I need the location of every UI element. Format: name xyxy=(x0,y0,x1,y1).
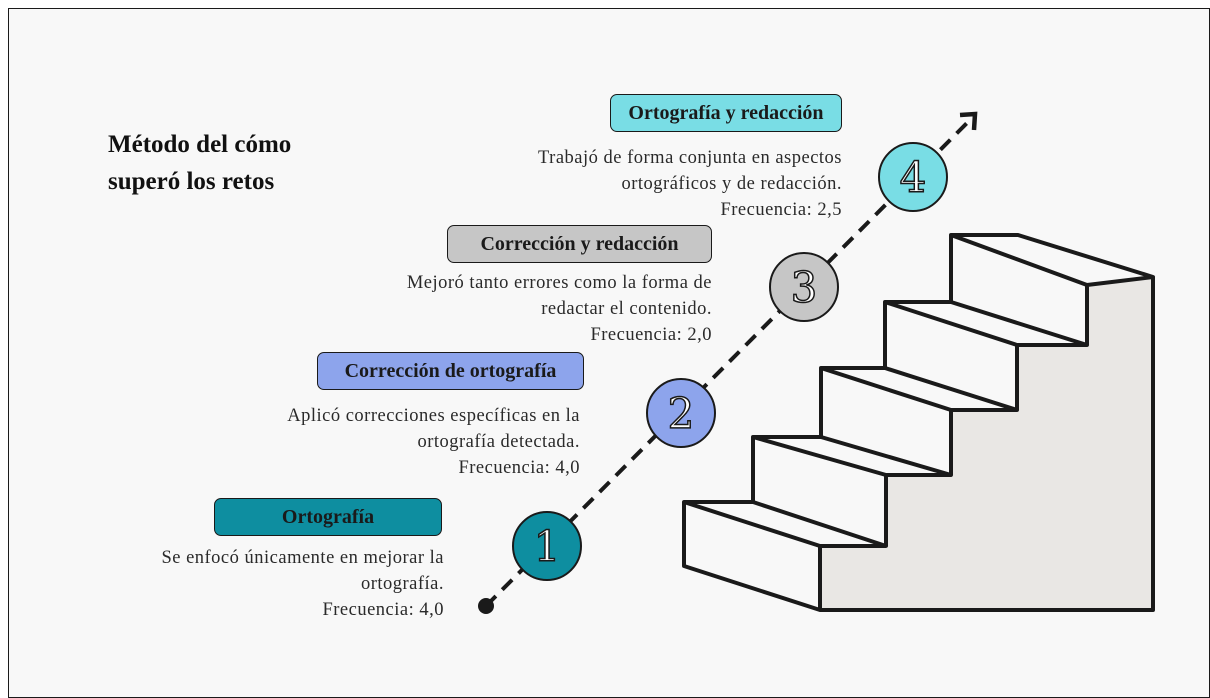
step-4-description: Trabajó de forma conjunta en aspectos or… xyxy=(538,145,842,223)
stairs-outline xyxy=(682,233,1155,612)
step-3-desc-line-1: Mejoró tanto errores como la forma de xyxy=(406,273,712,293)
title-line-2: superó los retos xyxy=(108,168,275,195)
step-2-description: Aplicó correcciones específicas en la or… xyxy=(287,403,580,481)
arrow-start-dot xyxy=(478,598,494,614)
step-3-description: Mejoró tanto errores como la forma de re… xyxy=(407,270,712,348)
step-1-label: Ortografía xyxy=(214,498,442,536)
step-3-circle xyxy=(769,252,839,322)
step-4-desc-line-1: Trabajó de forma conjunta en aspectos xyxy=(538,148,842,168)
step-1-description: Se enfocó únicamente en mejorar la ortog… xyxy=(161,545,444,623)
step-4-frequency: Frecuencia: 2,5 xyxy=(720,200,842,220)
step-1-desc-line-1: Se enfocó únicamente en mejorar la xyxy=(161,548,444,568)
step-3-frequency: Frecuencia: 2,0 xyxy=(590,325,712,345)
step-2-desc-line-2: ortografía detectada. xyxy=(417,432,580,452)
step-2-label: Corrección de ortografía xyxy=(317,352,584,390)
step-2-circle xyxy=(646,378,716,448)
title-line-1: Método del cómo xyxy=(108,131,292,158)
page-title: Método del cómo superó los retos xyxy=(108,126,291,200)
step-1-desc-line-2: ortografía. xyxy=(360,574,444,594)
step-1-circle xyxy=(512,511,582,581)
step-2-desc-line-1: Aplicó correcciones específicas en la xyxy=(287,406,580,426)
step-1-frequency: Frecuencia: 4,0 xyxy=(322,600,444,620)
step-4-label: Ortografía y redacción xyxy=(610,94,842,132)
step-4-desc-line-2: ortográficos y de redacción. xyxy=(621,174,842,194)
step-2-frequency: Frecuencia: 4,0 xyxy=(458,458,580,478)
stairs-side-face xyxy=(820,277,1153,610)
arrowhead-icon xyxy=(959,111,978,131)
step-3-label: Corrección y redacción xyxy=(447,225,712,263)
step-4-circle xyxy=(878,142,948,212)
step-3-desc-line-2: redactar el contenido. xyxy=(541,299,712,319)
